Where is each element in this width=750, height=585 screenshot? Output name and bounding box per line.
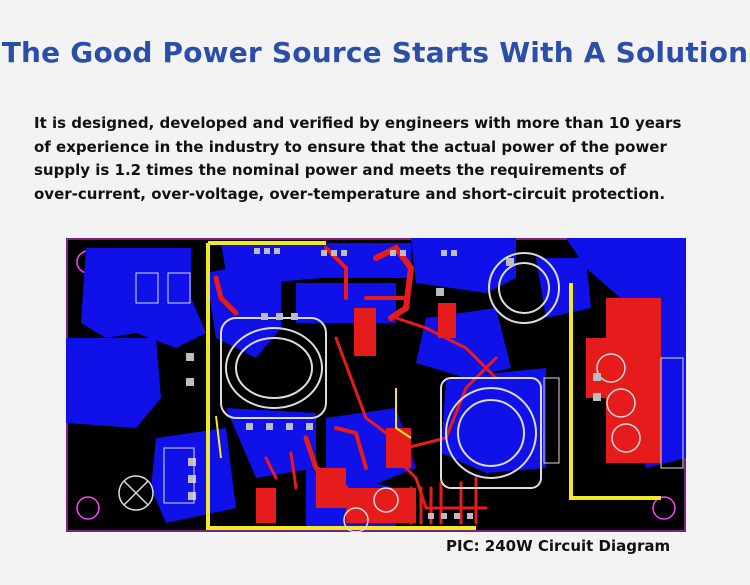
- silkscreen: [206, 241, 661, 530]
- pcb-circuit-image: [66, 238, 686, 532]
- top-copper-pads: [256, 298, 661, 523]
- transformer-outlines: [220, 252, 560, 489]
- description-line: over-current, over-voltage, over-tempera…: [34, 184, 666, 203]
- description-text: It is designed, developed and verified b…: [34, 112, 724, 206]
- image-caption: PIC: 240W Circuit Diagram: [446, 537, 671, 555]
- capacitors: [118, 353, 641, 532]
- description-line: supply is 1.2 times the nominal power an…: [34, 161, 627, 179]
- description-line: It is designed, developed and verified b…: [34, 114, 682, 132]
- component-pads: [186, 248, 601, 519]
- page-title: The Good Power Source Starts With A Solu…: [1, 36, 749, 69]
- component-outlines: [135, 272, 684, 504]
- description-line: of experience in the industry to ensure …: [34, 137, 667, 156]
